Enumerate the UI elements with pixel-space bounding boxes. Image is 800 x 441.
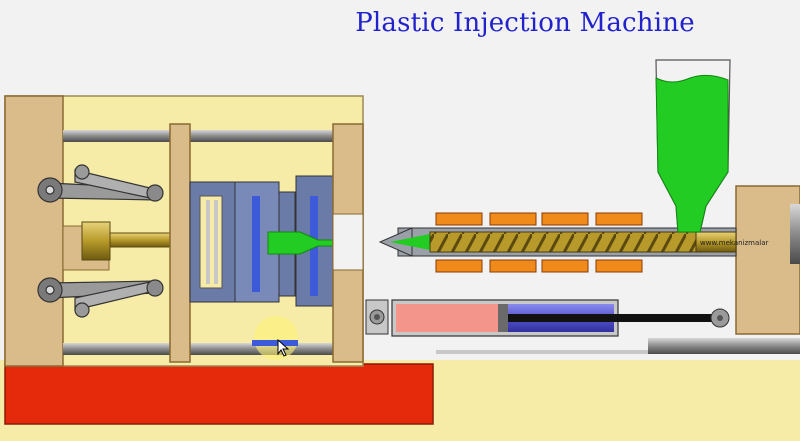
barrel-label: www.mekanizmalar [700, 239, 769, 247]
injection-carriage [735, 185, 800, 335]
moving-platen [169, 123, 191, 363]
machine-base [0, 338, 800, 441]
injection-cylinder [365, 299, 730, 337]
fixed-platen [332, 123, 364, 363]
toggle-mechanism [37, 164, 164, 318]
heater-bands [435, 212, 643, 273]
mold-assembly [189, 175, 335, 307]
cursor-highlight [252, 316, 298, 360]
diagram-title: Plastic Injection Machine [355, 8, 695, 38]
barrel: www.mekanizmalar [378, 227, 769, 257]
hopper [655, 59, 731, 233]
